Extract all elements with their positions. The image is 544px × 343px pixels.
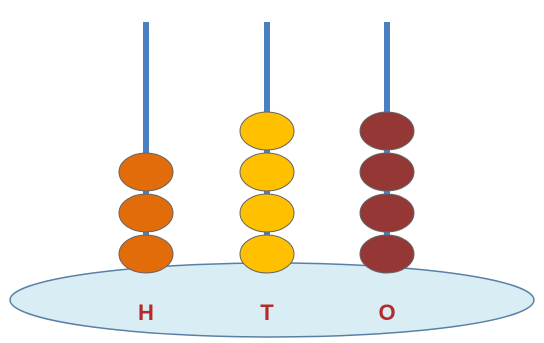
bead-ones	[359, 234, 415, 274]
bead-hundreds	[118, 234, 174, 274]
bead-hundreds	[118, 193, 174, 233]
bead-tens	[239, 234, 295, 274]
bead-ones	[359, 111, 415, 151]
rod-hundreds	[143, 22, 149, 276]
place-label-ones: O	[378, 300, 395, 325]
bead-ones	[359, 152, 415, 192]
bead-tens	[239, 111, 295, 151]
labels-layer: H T O	[138, 300, 396, 325]
place-label-hundreds: H	[138, 300, 154, 325]
place-label-tens: T	[260, 300, 274, 325]
bead-tens	[239, 193, 295, 233]
bead-hundreds	[118, 152, 174, 192]
bead-ones	[359, 193, 415, 233]
beads-layer	[118, 111, 415, 274]
bead-tens	[239, 152, 295, 192]
